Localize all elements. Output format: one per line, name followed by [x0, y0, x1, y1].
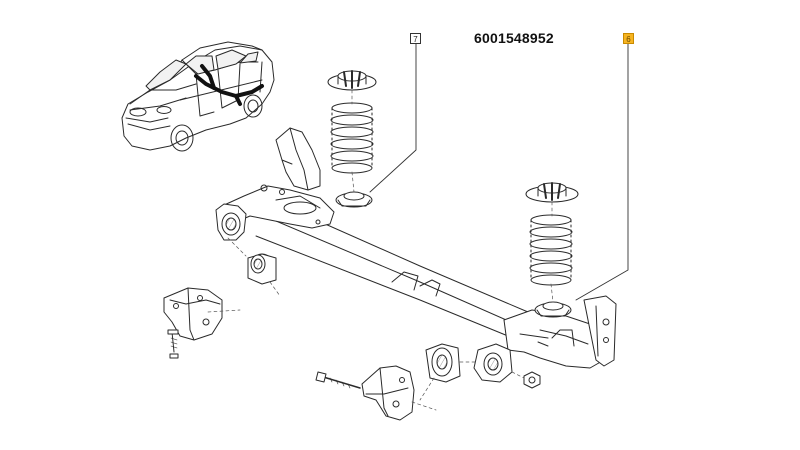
car-overview	[121, 41, 275, 152]
spring-upper-seat-right	[525, 182, 579, 203]
mounting-bracket-right	[361, 365, 415, 421]
bolt-right	[315, 371, 361, 389]
spring-upper-seat-left	[327, 70, 377, 91]
assembly-guide-lines	[207, 89, 554, 411]
spring-lower-seat-left	[335, 191, 373, 208]
bolt-left	[167, 329, 179, 359]
part-number-label: 6001548952	[474, 30, 554, 46]
spring-lower-seat-right	[534, 301, 572, 318]
mounting-bracket-left	[163, 287, 223, 341]
rear-axle-beam	[215, 127, 617, 383]
nut	[523, 371, 541, 389]
bushing-left	[247, 253, 277, 285]
callout-6-highlighted[interactable]: 6	[623, 33, 634, 44]
leader-lines	[369, 43, 629, 301]
coil-spring-left	[330, 102, 374, 174]
callout-7[interactable]: 7	[410, 33, 421, 44]
bushing-right	[425, 343, 461, 383]
coil-spring-right	[529, 214, 573, 286]
